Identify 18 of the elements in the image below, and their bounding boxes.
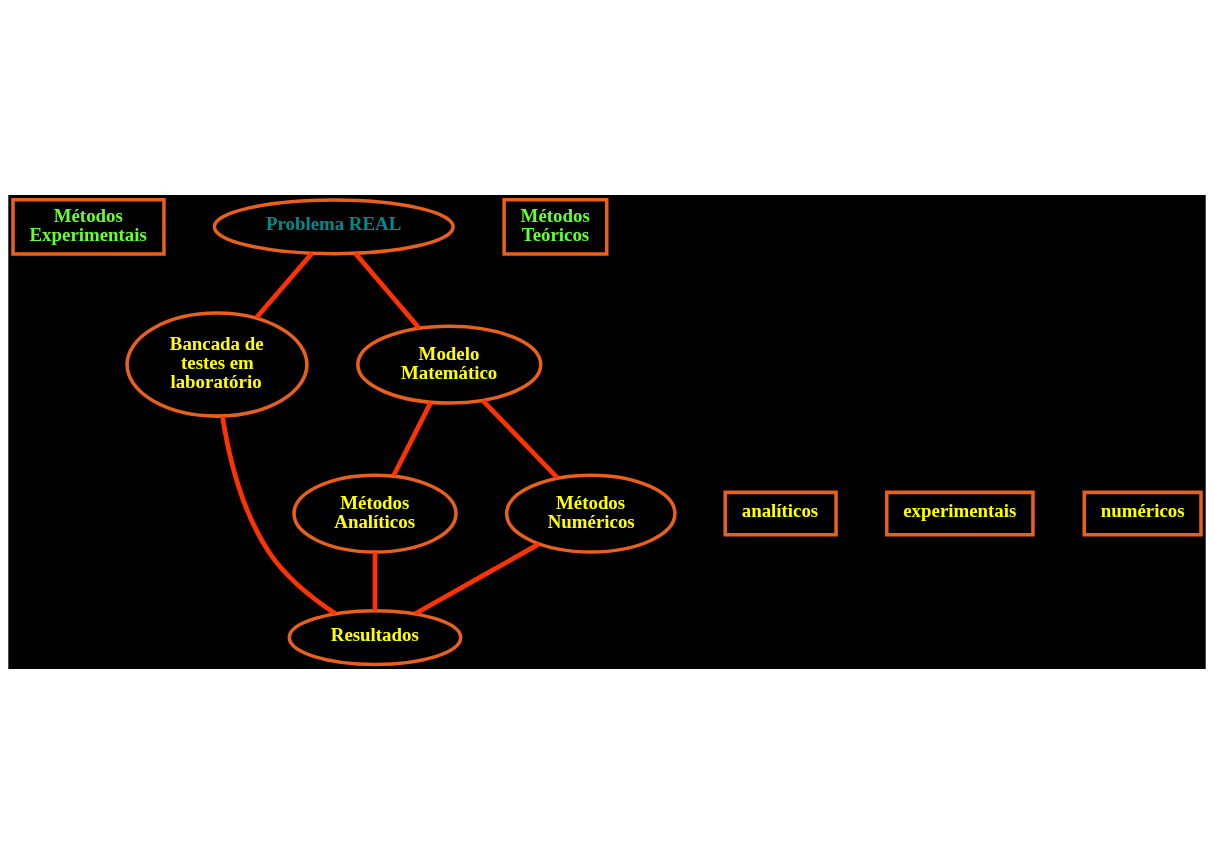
node-ellipse: Problema REAL	[212, 197, 455, 255]
node-ellipse: Métodos Numéricos	[504, 472, 677, 554]
node-ellipse: Métodos Analíticos	[292, 472, 458, 554]
connector	[481, 398, 560, 480]
connector	[413, 541, 541, 616]
node-box: experimentais	[885, 490, 1035, 537]
connector	[372, 551, 378, 611]
connector	[391, 400, 433, 477]
connector	[254, 251, 314, 319]
node-box: analíticos	[723, 490, 838, 537]
connector	[353, 251, 422, 330]
node-ellipse: Modelo Matemático	[356, 323, 543, 405]
node-box: Métodos Teóricos	[502, 197, 609, 256]
connector	[220, 415, 337, 616]
node-ellipse: Bancada de testes em laboratório	[125, 310, 309, 418]
node-ellipse: Resultados	[287, 608, 463, 666]
node-box: Métodos Experimentais	[11, 197, 166, 256]
node-box: numéricos	[1082, 490, 1203, 537]
